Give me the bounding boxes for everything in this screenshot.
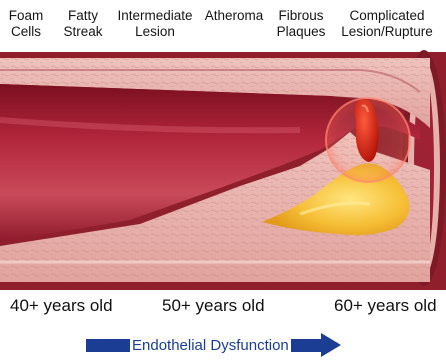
age-label-60: 60+ years old bbox=[334, 296, 437, 316]
arrow-shaft-right bbox=[291, 339, 321, 352]
arrow-shaft-left bbox=[86, 339, 130, 352]
endothelial-dysfunction-label: Endothelial Dysfunction bbox=[130, 337, 291, 354]
artery-illustration bbox=[0, 0, 446, 300]
arrow-head-icon bbox=[321, 333, 341, 357]
age-label-40: 40+ years old bbox=[10, 296, 113, 316]
age-label-50: 50+ years old bbox=[162, 296, 265, 316]
progression-arrow: Endothelial Dysfunction bbox=[86, 334, 341, 356]
